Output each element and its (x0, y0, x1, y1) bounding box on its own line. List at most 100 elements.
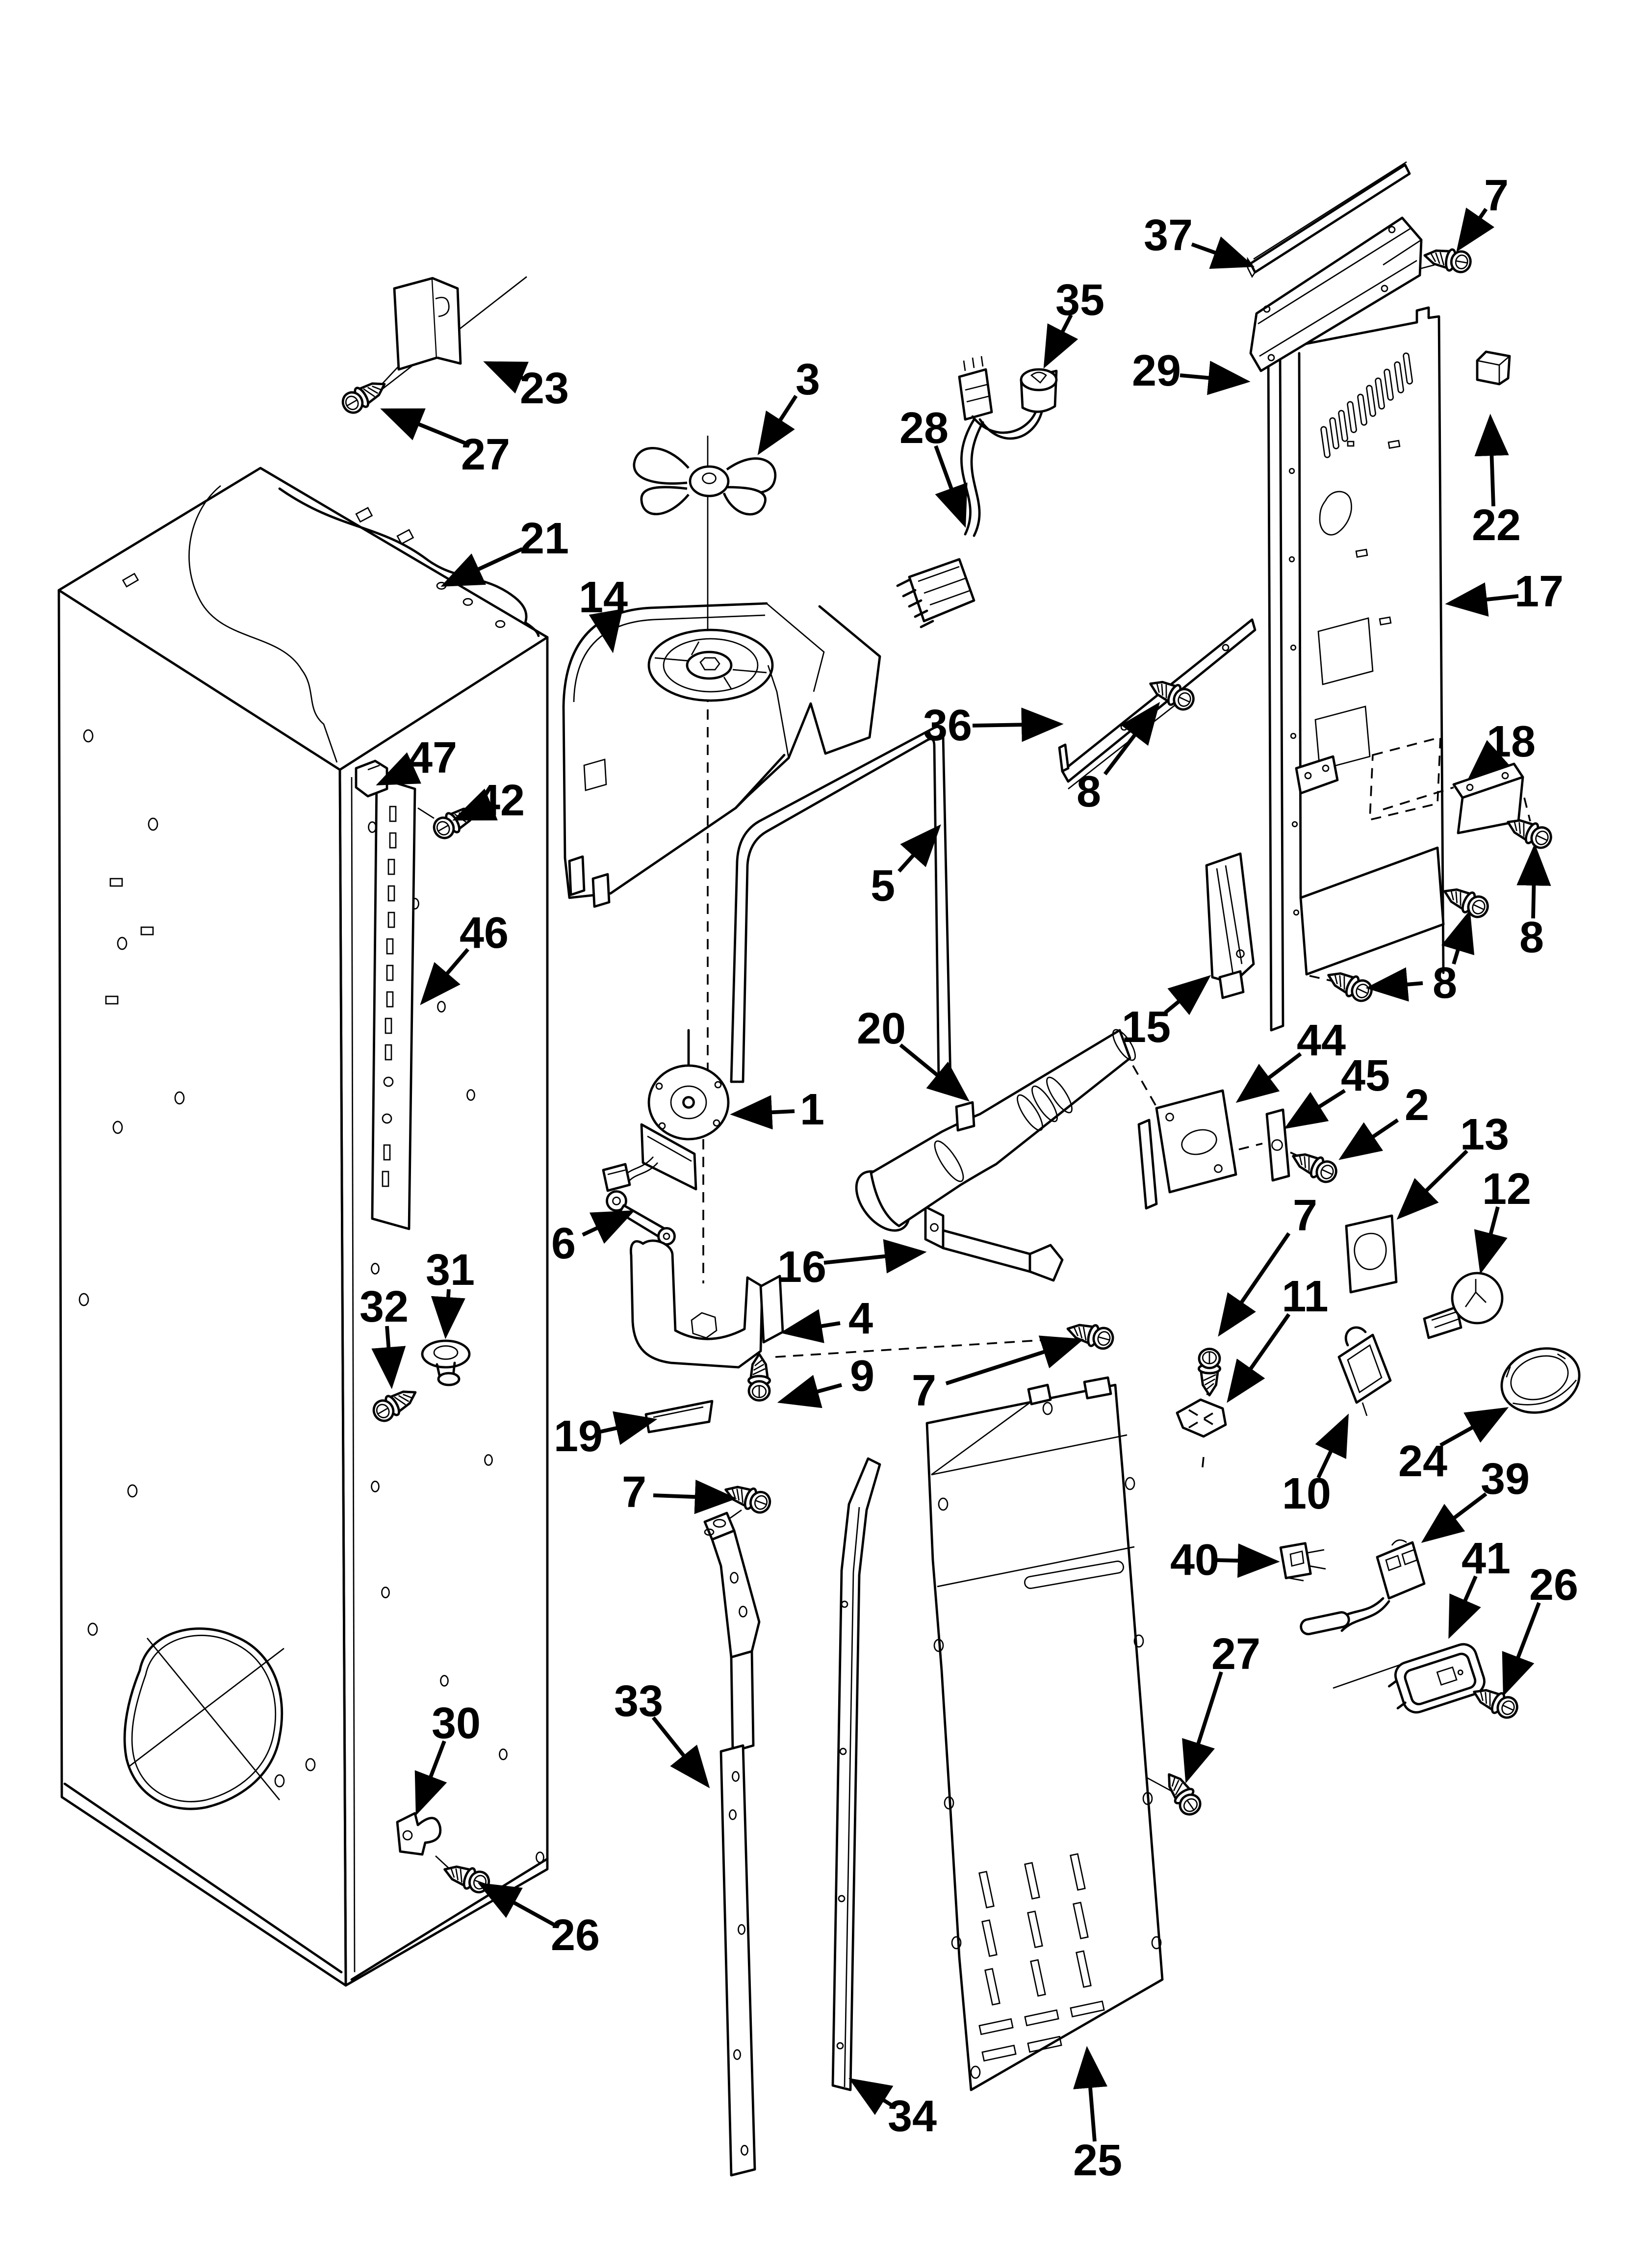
sensor-35 (1020, 368, 1058, 413)
callout-number: 24 (1398, 1437, 1447, 1486)
callout-arrow (1474, 414, 1509, 507)
callout-number: 47 (408, 733, 457, 782)
bracket-4 (630, 1239, 784, 1369)
callout-arrow (1182, 1671, 1223, 1784)
callout-arrow (934, 445, 968, 528)
callout-number: 4 (848, 1294, 873, 1343)
callout-number: 2 (1405, 1081, 1429, 1130)
grommet-31 (421, 1339, 471, 1386)
screw-8c (1440, 882, 1491, 920)
callout-7-6: 7 (1456, 171, 1509, 252)
sticker-19 (644, 1400, 714, 1434)
callout-11-30: 11 (1227, 1272, 1329, 1403)
callout-number: 1 (800, 1085, 824, 1134)
bulb-12 (1423, 1272, 1504, 1339)
fan-motor-1 (602, 1029, 730, 1192)
bracket-16 (924, 1205, 1064, 1282)
callout-20-19: 20 (857, 1004, 970, 1102)
callout-number: 16 (777, 1243, 826, 1292)
callout-arrow (972, 707, 1064, 742)
callout-39-48: 39 (1421, 1455, 1530, 1543)
trim-strip-37 (1247, 161, 1411, 278)
callout-arrow (1180, 361, 1251, 395)
angle-strip-36 (1058, 618, 1257, 790)
callout-number: 7 (912, 1366, 936, 1415)
callout-24-35: 24 (1398, 1407, 1509, 1486)
callout-number: 26 (1529, 1561, 1578, 1610)
callout-arrow (1235, 1052, 1302, 1103)
callout-arrow (414, 1740, 447, 1816)
screw-2 (1288, 1147, 1339, 1185)
callout-arrow (582, 1210, 635, 1244)
callout-23-0: 23 (483, 361, 569, 413)
callout-number: 34 (888, 2092, 937, 2141)
callout-arrow (1516, 843, 1551, 919)
callout-number: 36 (923, 701, 972, 750)
callout-arrow (1338, 1118, 1399, 1160)
callout-arrow (1191, 236, 1255, 269)
callout-25-45: 25 (1073, 2046, 1122, 2185)
callout-arrow (777, 1375, 843, 1408)
callout-17-11: 17 (1445, 567, 1564, 617)
callout-arrow (431, 1289, 465, 1339)
callout-number: 25 (1073, 2136, 1122, 2185)
callout-arrow (1448, 1575, 1481, 1639)
callout-number: 39 (1481, 1455, 1530, 1504)
callout-number: 10 (1282, 1469, 1331, 1518)
callout-number: 12 (1482, 1165, 1531, 1214)
clip-40 (1279, 1542, 1326, 1582)
callout-number: 6 (551, 1219, 576, 1268)
screw-32 (370, 1383, 420, 1425)
callout-arrow (1396, 1149, 1468, 1220)
callout-number: 29 (1132, 346, 1181, 395)
callout-arrow (730, 1095, 795, 1130)
callout-number: 28 (899, 404, 949, 453)
callout-number: 23 (520, 364, 569, 413)
callout-8-15: 8 (1516, 843, 1551, 962)
lens-24 (1500, 1347, 1581, 1414)
callout-26-42: 26 (477, 1882, 600, 1960)
callout-number: 21 (520, 514, 569, 563)
callout-21-3: 21 (440, 514, 569, 587)
cabinet-holes-left (78, 729, 316, 1788)
cabinet-air-opening (123, 1627, 284, 1810)
callout-number: 8 (1519, 913, 1544, 962)
callout-41-49: 41 (1448, 1534, 1511, 1639)
screw-42 (430, 800, 481, 842)
screw-27b (1160, 1768, 1205, 1818)
callout-arrow (1467, 740, 1510, 781)
screw-7b (1199, 1349, 1220, 1396)
bracket-23 (393, 277, 462, 371)
callout-number: 32 (359, 1282, 409, 1331)
spacer-45 (1265, 1108, 1290, 1182)
callout-37-5: 37 (1144, 211, 1255, 269)
callout-18-13: 18 (1467, 717, 1536, 781)
callout-7-51: 7 (622, 1468, 737, 1517)
callout-46-38: 46 (420, 909, 509, 1005)
callout-number: 11 (1282, 1272, 1328, 1321)
callout-arrow (823, 1239, 927, 1274)
callout-number: 7 (1293, 1191, 1317, 1240)
callout-19-32: 19 (554, 1411, 658, 1461)
callout-arrow (483, 361, 529, 394)
damper-15 (1205, 852, 1255, 999)
callout-26-50: 26 (1502, 1561, 1578, 1696)
duct-20 (855, 1029, 1136, 1232)
callout-30-41: 30 (414, 1699, 481, 1816)
callout-number: 22 (1472, 501, 1521, 550)
callout-4-23: 4 (780, 1294, 873, 1343)
screw-26a (441, 1859, 492, 1895)
callout-arrow (1103, 702, 1160, 776)
callout-arrow (589, 608, 623, 653)
callout-number: 9 (850, 1352, 874, 1401)
callout-12-28: 12 (1474, 1165, 1531, 1275)
clip-11 (1176, 1398, 1227, 1438)
callout-arrow (757, 394, 798, 455)
callout-arrow (1215, 1543, 1280, 1578)
callout-arrow (653, 1480, 737, 1514)
panel-25-holes (933, 1402, 1162, 2079)
callout-arrow (598, 1411, 658, 1445)
callout-number: 8 (1433, 959, 1457, 1008)
cabinet-shell (57, 467, 549, 1987)
